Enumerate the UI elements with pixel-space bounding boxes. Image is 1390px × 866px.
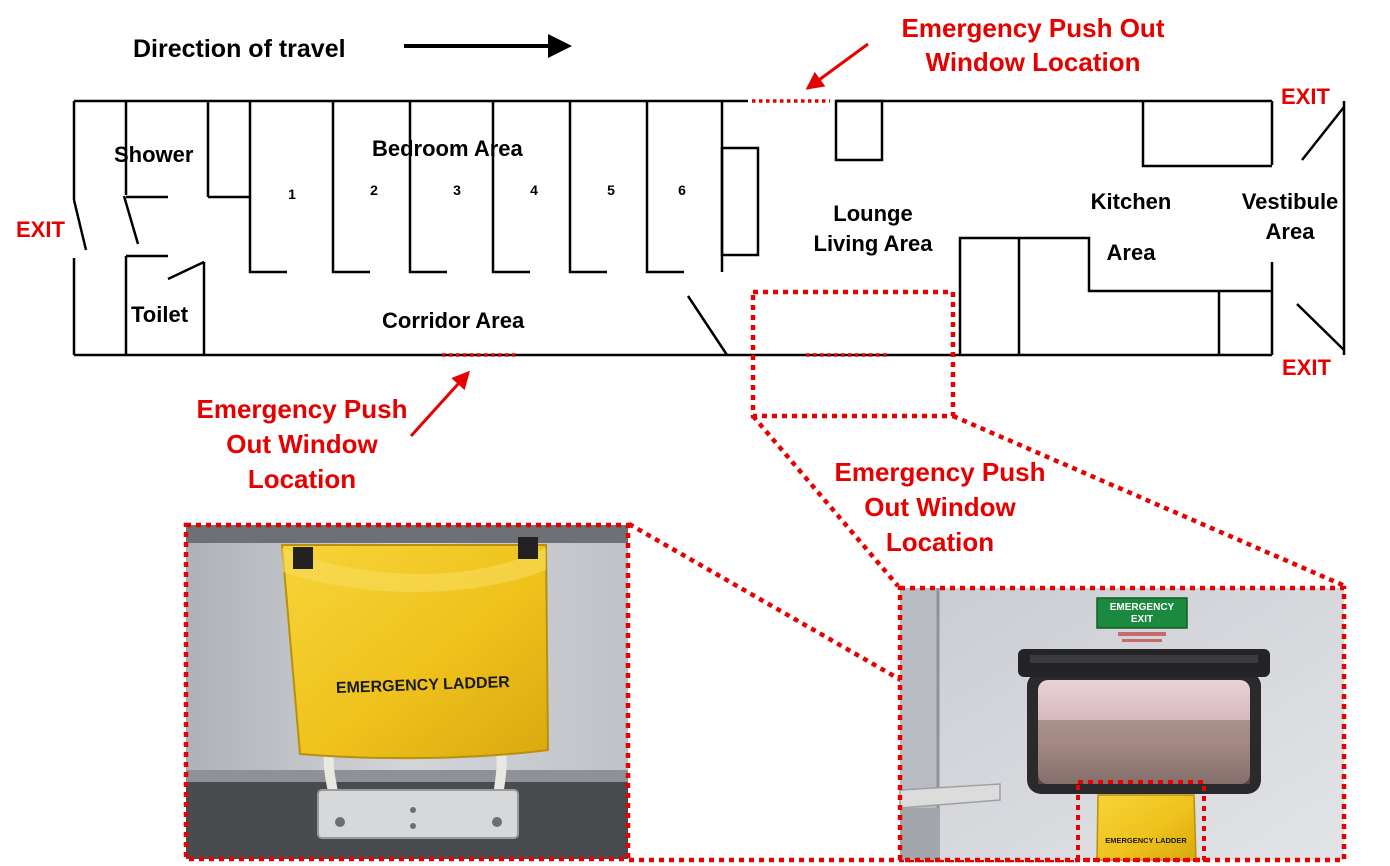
bedroom-number: 5: [607, 182, 615, 198]
exit-labels: EXIT EXIT EXIT: [16, 84, 1331, 380]
zoom-box: [750, 289, 956, 419]
toilet-door: [167, 260, 205, 281]
exit-label-bottom-right: EXIT: [1282, 355, 1331, 380]
window-photo-frame: [897, 585, 1347, 863]
bag-strap-right: [518, 537, 538, 559]
exit-sign: [1096, 597, 1188, 629]
corridor-label: Corridor Area: [382, 308, 525, 333]
callout-top-line1: Emergency Push Out: [902, 13, 1165, 43]
callout-top: Emergency Push Out Window Location: [805, 13, 1165, 90]
callout-left-line3: Location: [248, 464, 356, 494]
exit-sign-line2: EXIT: [1131, 614, 1153, 625]
callout-left-line1: Emergency Push: [197, 394, 408, 424]
callout-center: Emergency Push Out Window Location: [835, 457, 1046, 557]
callout-left-arrow-icon: [409, 370, 471, 438]
exit-label-left: EXIT: [16, 217, 65, 242]
bag-highlight-box: [1076, 780, 1206, 862]
ladder-photo-frame: [183, 522, 631, 862]
bedroom-number: 1: [288, 186, 296, 202]
shower-label: Shower: [114, 142, 194, 167]
bedroom-number: 4: [530, 182, 538, 198]
bedroom-number: 3: [453, 182, 461, 198]
vestibule-label-line2: Area: [1266, 219, 1316, 244]
bedroom-number: 2: [370, 182, 378, 198]
zoom-connector-left: [751, 414, 900, 588]
callout-center-line3: Location: [886, 527, 994, 557]
bedroom-area-label: Bedroom Area: [372, 136, 524, 161]
wardrobe: [720, 146, 760, 257]
bedroom-walls: [248, 101, 724, 274]
floor-plan: [72, 99, 1346, 357]
callout-center-line2: Out Window: [864, 492, 1016, 522]
callout-left-line2: Out Window: [226, 429, 378, 459]
exit-sign-line1: EMERGENCY: [1110, 602, 1175, 613]
bag-strap-left: [293, 547, 313, 569]
lounge-door: [686, 295, 729, 356]
kitchen-lower-bench: [958, 236, 1272, 355]
lounge-cabinet: [834, 99, 884, 162]
callout-center-line1: Emergency Push: [835, 457, 1046, 487]
window-bag-text: EMERGENCY LADDER: [1105, 836, 1187, 845]
top-right-exit-door: [1301, 106, 1345, 161]
ladder-bag-text: EMERGENCY LADDER: [336, 674, 511, 697]
exit-label-top-right: EXIT: [1281, 84, 1330, 109]
bedroom-numbers: 1 2 3 4 5 6: [288, 182, 686, 202]
zoom-connector-right: [952, 413, 1346, 589]
shower-door: [122, 195, 140, 245]
bedroom-number: 6: [678, 182, 686, 198]
bottom-right-exit-door: [1296, 303, 1345, 351]
emergency-window-markers: [442, 99, 956, 419]
lounge-label-line1: Lounge: [833, 201, 912, 226]
ladder-bag-photo: EMERGENCY LADDER: [183, 522, 631, 862]
room-labels: Shower Toilet Bedroom Area Corridor Area…: [114, 136, 1338, 333]
left-exit-door: [72, 199, 88, 251]
callout-top-line2: Window Location: [926, 47, 1141, 77]
vestibule-label-line1: Vestibule: [1242, 189, 1339, 214]
exit-window-photo: EMERGENCY EXIT EMERGENCY LADDER: [897, 585, 1347, 863]
callout-left: Emergency Push Out Window Location: [197, 370, 471, 494]
kitchen-label-line2: Area: [1107, 240, 1157, 265]
lounge-label-line2: Living Area: [814, 231, 934, 256]
direction-of-travel-label: Direction of travel: [133, 35, 346, 63]
callout-top-arrow-icon: [805, 42, 869, 90]
direction-of-travel: Direction of travel: [133, 34, 572, 63]
kitchen-label-line1: Kitchen: [1091, 189, 1172, 214]
toilet-label: Toilet: [131, 302, 189, 327]
kitchen-upper-bench: [1141, 101, 1272, 168]
